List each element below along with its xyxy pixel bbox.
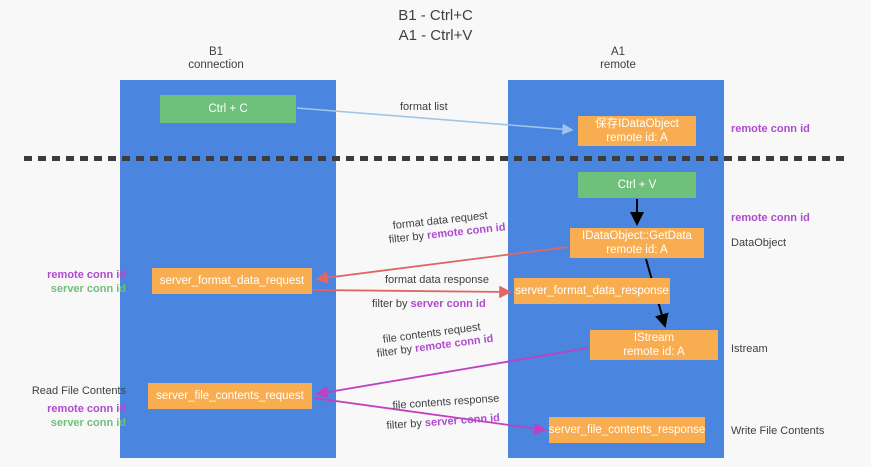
filter-prefix: filter by — [388, 229, 428, 246]
column-header-a1: A1 remote — [600, 46, 636, 71]
page-title: B1 - Ctrl+C A1 - Ctrl+V — [398, 7, 473, 44]
annotation-istream: Istream — [731, 343, 768, 355]
box-server-file-contents-request[interactable]: server_file_contents_request — [148, 383, 312, 409]
filter-prefix: filter by — [386, 417, 426, 432]
annotation-server-conn-id: server conn id — [50, 283, 126, 295]
annotation-conn-ids-file: remote conn id server conn id — [22, 402, 126, 430]
edge-label-file-contents-response: file contents response — [392, 392, 500, 412]
box-server-format-data-response[interactable]: server_format_data_response — [514, 278, 670, 304]
lane-b1-connection-below-divider — [120, 158, 336, 458]
filter-prefix: filter by — [372, 298, 411, 310]
box-server-format-data-request[interactable]: server_format_data_request — [152, 268, 312, 294]
annotation-remote-conn-id-top: remote conn id — [731, 123, 810, 135]
box-ctrl-c[interactable]: Ctrl + C — [160, 95, 296, 123]
annotation-read-file-contents: Read File Contents — [31, 385, 126, 397]
box-server-file-contents-response[interactable]: server_file_contents_response — [549, 417, 705, 443]
lane-a1-remote-below-divider — [508, 158, 724, 458]
edge-label-format-data-response: format data response — [385, 274, 489, 286]
box-save-idataobject[interactable]: 保存IDataObject remote id: A — [578, 116, 696, 146]
annotation-remote-conn-id: remote conn id — [47, 269, 126, 281]
edge-label-format-data-response-filter: filter by server conn id — [372, 297, 486, 311]
edge-label-format-list: format list — [400, 101, 448, 113]
filter-prefix: filter by — [376, 342, 416, 360]
annotation-write-file-contents: Write File Contents — [731, 425, 825, 437]
column-header-b1: B1 connection — [188, 46, 244, 71]
annotation-remote-conn-id-mid: remote conn id — [731, 212, 810, 224]
filter-value-server-conn-id: server conn id — [424, 412, 501, 430]
dashed-divider-line — [24, 156, 848, 161]
annotation-conn-ids-format: remote conn id server conn id — [22, 268, 126, 296]
box-idataobject-getdata[interactable]: IDataObject::GetData remote id: A — [570, 228, 704, 258]
annotation-dataobject: DataObject — [731, 237, 787, 249]
edge-label-file-contents-response-filter: filter by server conn id — [386, 411, 500, 433]
annotation-server-conn-id: server conn id — [50, 417, 126, 429]
box-ctrl-v[interactable]: Ctrl + V — [578, 172, 696, 198]
filter-value-server-conn-id: server conn id — [410, 298, 486, 310]
annotation-remote-conn-id: remote conn id — [47, 403, 126, 415]
box-istream[interactable]: IStream remote id: A — [590, 330, 718, 360]
